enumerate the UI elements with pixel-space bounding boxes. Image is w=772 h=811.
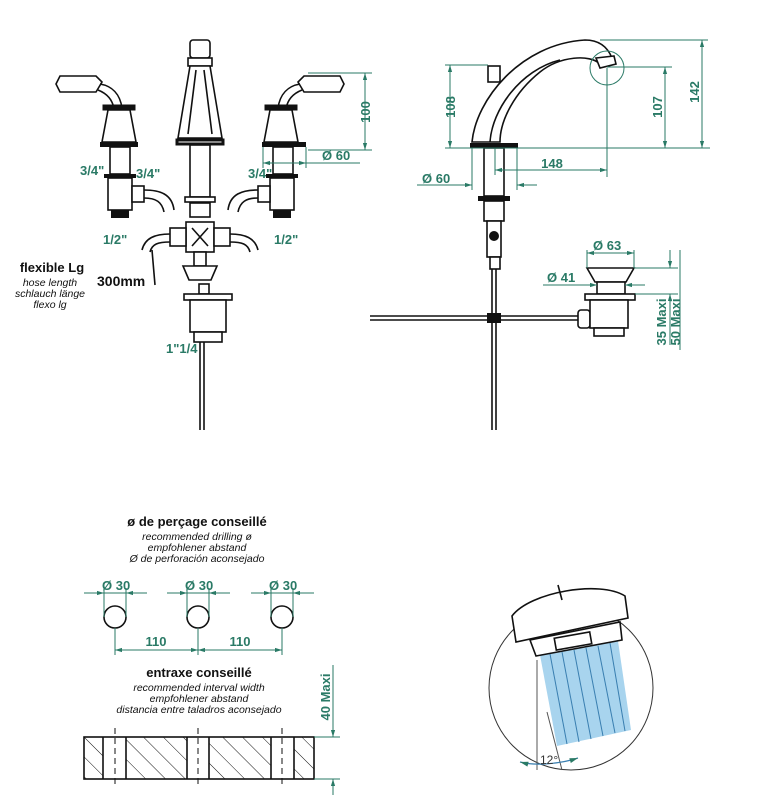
front-view: 100 Ø 60 3/4" 3/4" 3/4" 1/2" 1/2" flexib…	[15, 39, 373, 430]
waste-thread: 1"1/4	[166, 341, 198, 356]
side-dimensions	[417, 39, 710, 350]
drain-assembly	[584, 267, 636, 337]
thread-right: 3/4"	[248, 166, 272, 181]
hose-title: flexible Lg	[20, 260, 84, 275]
drilling-en: recommended drilling ø	[142, 531, 252, 543]
front-dimensions	[151, 72, 372, 286]
dim-reach-148: 148	[541, 156, 563, 171]
drilling-title: ø de perçage conseillé	[127, 514, 266, 529]
drain-max-50: 50 Maxi	[668, 299, 683, 346]
dim-diameter-60: Ø 60	[322, 148, 350, 163]
hole-diameter-1: Ø 30	[102, 578, 130, 593]
interval-es: distancia entre taladros aconsejado	[116, 704, 281, 716]
hole-diameter-3: Ø 30	[269, 578, 297, 593]
dim-body-height-108: 108	[443, 96, 458, 118]
aerator-detail: 12°	[488, 584, 654, 771]
dim-total-height-142: 142	[687, 81, 702, 103]
interval-section: entraxe conseillé recommended interval w…	[83, 665, 340, 795]
dim-outlet-height-107: 107	[650, 96, 665, 118]
water-stream	[540, 641, 631, 746]
dim-height-100: 100	[358, 101, 373, 123]
hole-diameter-2: Ø 30	[185, 578, 213, 593]
aerator-angle: 12°	[540, 753, 558, 767]
interval-de: empfohlener abstand	[150, 693, 250, 705]
drill-holes	[84, 588, 314, 655]
inlet-right: 1/2"	[274, 232, 298, 247]
thread-center: 3/4"	[136, 166, 160, 181]
left-valve	[55, 75, 175, 218]
drilling-section: ø de perçage conseillé recommended drill…	[84, 514, 314, 655]
center-spout	[141, 39, 259, 430]
countertop-section	[83, 665, 340, 795]
hose-en: hose length	[23, 277, 77, 289]
side-spout	[370, 39, 617, 430]
interval-title: entraxe conseillé	[146, 665, 252, 680]
drain-body-diameter-41: Ø 41	[547, 270, 575, 285]
spacing-2: 110	[230, 634, 251, 649]
hose-es: flexo lg	[33, 299, 66, 311]
drilling-de: empfohlener abstand	[148, 542, 248, 554]
max-thickness-40: 40 Maxi	[318, 674, 333, 721]
inlet-left: 1/2"	[103, 232, 127, 247]
hose-length: 300mm	[97, 273, 145, 289]
hose-de: schlauch länge	[15, 288, 85, 300]
drilling-es: Ø de perforación aconsejado	[129, 553, 265, 565]
dim-base-diameter-60: Ø 60	[422, 171, 450, 186]
interval-en: recommended interval width	[133, 682, 264, 694]
thread-left: 3/4"	[80, 163, 104, 178]
side-view: 108 107 142 148 Ø 60 Ø 63 Ø 41 35 Maxi 5…	[370, 39, 710, 430]
spacing-1: 110	[146, 634, 167, 649]
drain-max-35: 35 Maxi	[654, 299, 669, 346]
right-valve	[227, 75, 345, 218]
drain-top-diameter-63: Ø 63	[593, 238, 621, 253]
